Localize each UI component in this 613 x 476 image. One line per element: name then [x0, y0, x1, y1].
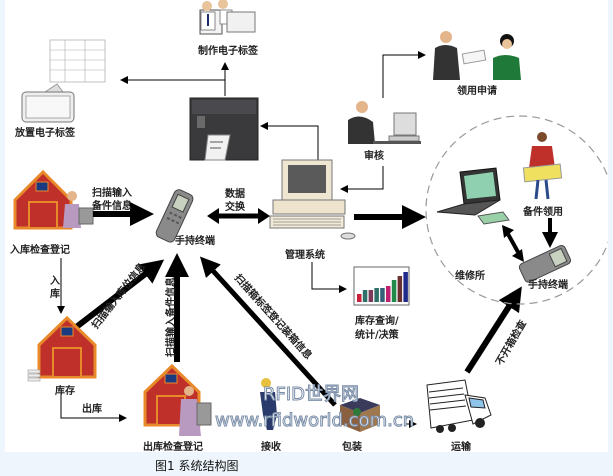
- label-data-exchange-line2: 交换: [225, 202, 245, 213]
- inventory-chart: [353, 266, 410, 306]
- diagram-graphics: [13, 0, 608, 436]
- label-scan-input-line1: 扫描输入: [92, 188, 132, 199]
- label-inventory: 库存: [55, 386, 75, 397]
- arrow-scan-location: [73, 259, 165, 331]
- label-data-exchange-line1: 数据: [225, 189, 245, 200]
- label-transport: 运输: [451, 442, 471, 453]
- transport-truck-icon: [426, 379, 492, 433]
- chart-bar: [380, 288, 385, 302]
- watermark-title: RFID世界网: [262, 384, 360, 406]
- chart-bar: [357, 294, 362, 302]
- make-tag-people-icon: [199, 0, 256, 35]
- chart-bar: [386, 286, 391, 302]
- label-audit: 审核: [364, 151, 384, 162]
- repair-station-boundary: [425, 115, 608, 305]
- chart-bar: [374, 288, 379, 302]
- receive-worker-icon: [260, 378, 277, 430]
- arrow-audit-to-system: [340, 166, 384, 193]
- laptop-icon: [436, 167, 510, 225]
- apply-people-icon: [433, 31, 521, 80]
- watermark-url: www.rfidworld.com.cn: [214, 410, 415, 432]
- arrow-to-query: [311, 262, 347, 293]
- label-package: 包装: [342, 442, 362, 453]
- handheld-terminal-repair-icon: [518, 244, 572, 283]
- label-outbound: 出库: [82, 404, 102, 415]
- label-parts-pickup: 备件领用: [523, 207, 563, 218]
- arrow-no-open-check: [464, 286, 522, 374]
- label-handheld-repair: 手持终端: [528, 280, 568, 291]
- handheld-terminal-main-icon: [155, 189, 194, 243]
- chart-bar: [362, 290, 368, 302]
- label-make-tag: 制作电子标签: [198, 46, 258, 57]
- label-receive: 接收: [261, 442, 281, 453]
- diagram-canvas: 制作电子标签 放置电子标签 领用申请 审核 扫描输入 备件信息 数据 交换 入库…: [5, 0, 608, 453]
- arrow-outbound: [60, 394, 127, 422]
- label-scan-input-line2: 备件信息: [92, 201, 132, 212]
- figure-caption: 图1 系统结构图: [155, 459, 239, 473]
- label-inbound-1: 入: [50, 276, 60, 287]
- chart-bar: [397, 276, 403, 302]
- label-query-line2: 统计/决策: [355, 330, 399, 341]
- label-inbound-check: 入库检查登记: [10, 245, 70, 256]
- arrow-scan-box-tag: [199, 256, 337, 407]
- outbound-barn-icon: [143, 363, 212, 436]
- place-tag-icon: [21, 39, 106, 123]
- audit-person-icon: [348, 101, 421, 144]
- inventory-barn-icon: [27, 315, 97, 382]
- chart-bar: [368, 290, 374, 302]
- inbound-barn-icon: [13, 169, 94, 230]
- label-repair-station: 维修所: [455, 271, 485, 282]
- label-management-system: 管理系统: [285, 250, 325, 261]
- label-apply: 领用申请: [457, 86, 497, 97]
- chart-bar: [403, 272, 408, 302]
- chart-bar: [391, 280, 397, 302]
- label-scan-parts: 扫描输入备件信息: [166, 277, 177, 357]
- package-box-icon: [340, 398, 380, 432]
- label-place-tag: 放置电子标签: [15, 128, 75, 139]
- label-inbound-2: 库: [50, 289, 60, 300]
- label-outbound-check: 出库检查登记: [143, 442, 203, 453]
- arrow-audit-to-apply: [382, 51, 426, 98]
- arrow-laptop-handheld: [502, 225, 524, 262]
- label-printer-icon: [189, 97, 259, 161]
- management-computer-icon: [269, 159, 356, 240]
- label-query-line1: 库存查询/: [355, 316, 399, 327]
- parts-pickup-person-icon: [522, 132, 563, 200]
- label-handheld-main: 手持终端: [175, 236, 215, 247]
- arrow-data-exchange: [207, 208, 270, 224]
